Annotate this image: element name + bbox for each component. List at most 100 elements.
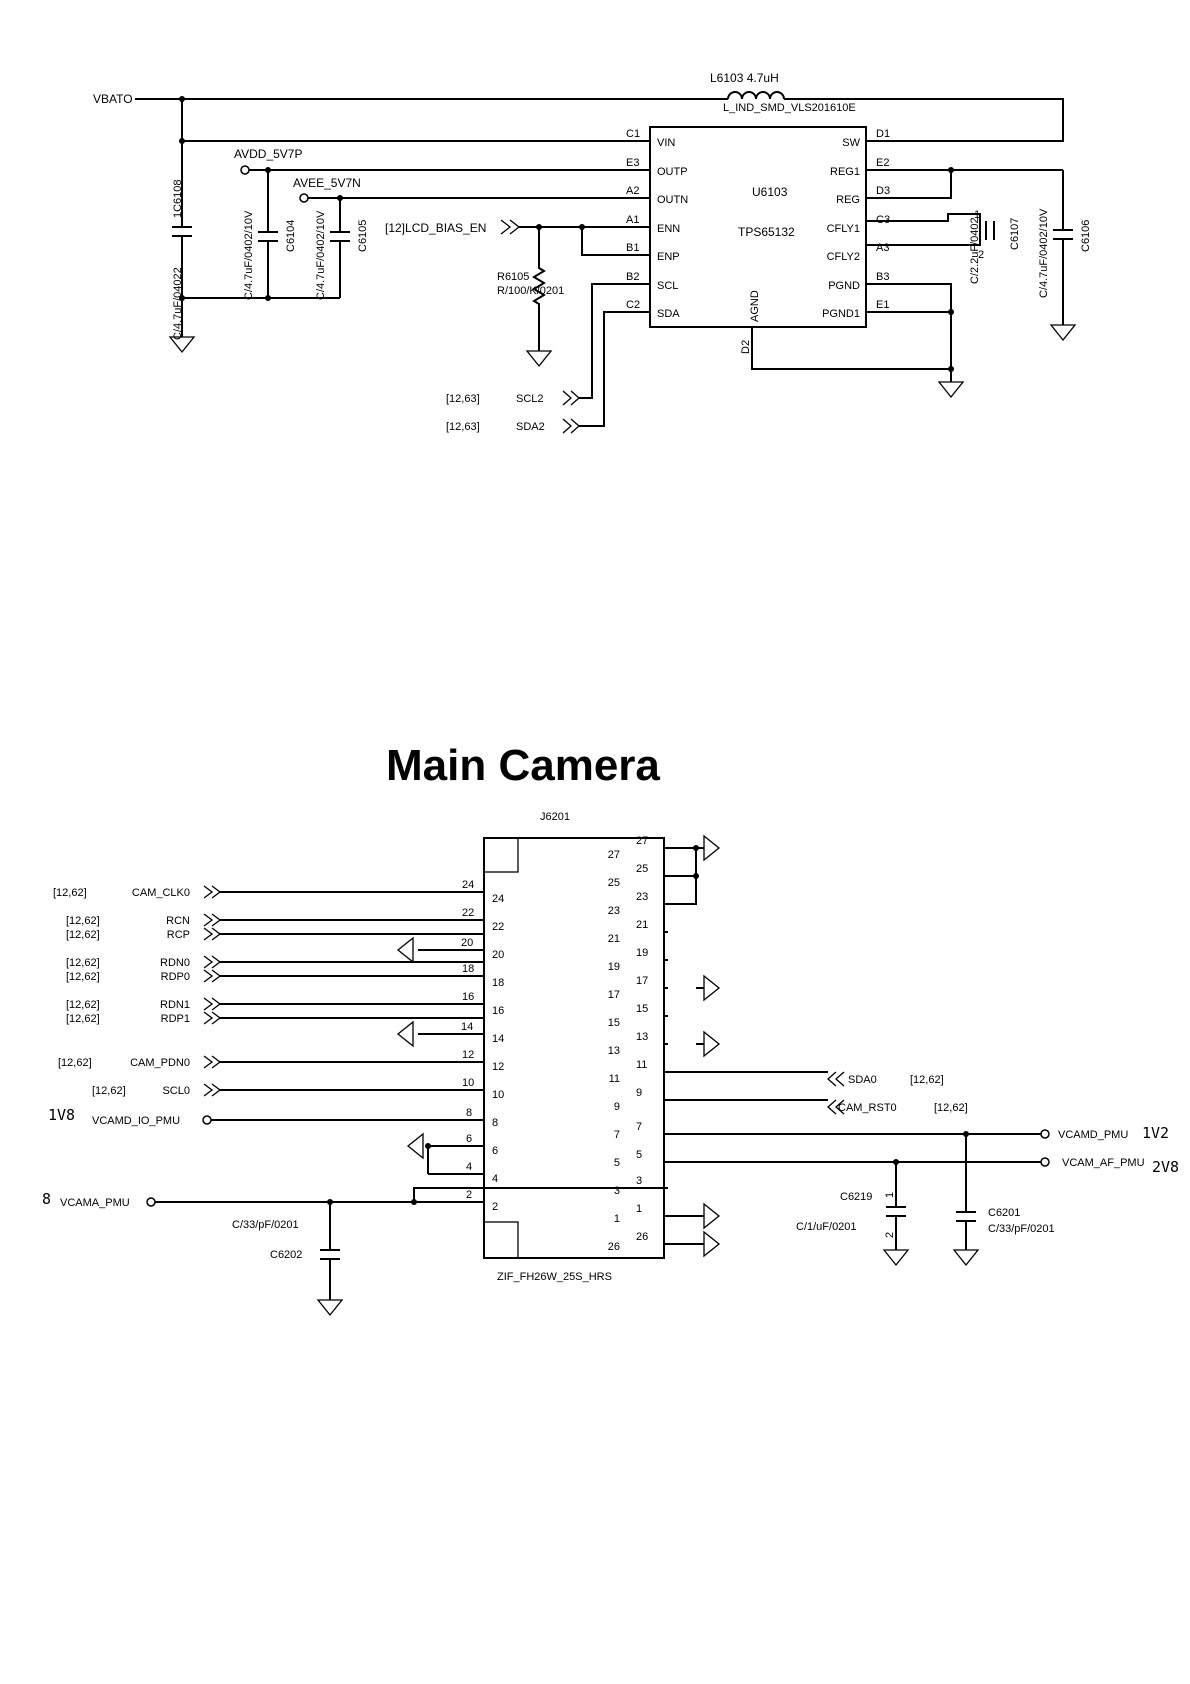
ic-pin-name: OUTN: [657, 194, 688, 206]
ic-pin-name: PGND: [828, 280, 860, 292]
inductor-footprint: L_IND_SMD_VLS201610E: [723, 102, 856, 114]
ground-symbol: [703, 974, 721, 1002]
net-arrow: [203, 1055, 222, 1069]
connector-pin-number: 20: [492, 949, 504, 961]
connector-outer-pin: 27: [636, 835, 648, 847]
sda2-net: SDA2: [516, 421, 545, 433]
c6108-ref: 1C6108: [172, 179, 184, 218]
net-arrow: [203, 1011, 222, 1025]
connector-pin-number: 8: [492, 1117, 498, 1129]
connector-outer-pin: 21: [636, 919, 648, 931]
net-name: RDN1: [160, 999, 190, 1011]
ic-pin-ball: B1: [626, 242, 639, 254]
capacitor-c6104: C6104 C/4.7uF/0402/10V: [243, 170, 297, 300]
c6104-ref: C6104: [285, 220, 297, 252]
c6106-ref: C6106: [1080, 220, 1092, 252]
gnd-tie: [664, 847, 697, 905]
connector-pin-number: 12: [492, 1061, 504, 1073]
connector-outer-pin: 1: [636, 1203, 642, 1215]
connector-pin-number: 7: [614, 1129, 620, 1141]
ic-pin-ball: B3: [876, 271, 889, 283]
connector-ref: J6201: [540, 811, 570, 823]
c6108-value: C/4.7uF/04022: [172, 267, 184, 340]
resistor-r6105: R6105 R/100/K/0201: [497, 227, 564, 368]
vbat-rail: [135, 98, 1064, 142]
connector-j6201: [483, 837, 665, 1259]
capacitor-c6105: C6105 C/4.7uF/0402/10V: [315, 198, 369, 300]
vcama-voltage: 8: [42, 1190, 51, 1208]
ic-ref: U6103: [752, 185, 788, 199]
net-ref: [12,62]: [92, 1085, 126, 1097]
net-ref: [12,62]: [66, 971, 100, 983]
connector-outer-pin: 7: [636, 1121, 642, 1133]
connector-pin-number: 2: [492, 1201, 498, 1213]
connector-pin-number: 14: [492, 1033, 504, 1045]
ic-right-pins: D1SWE2REG1D3REGC3CFLY1A3CFLY2B3PGNDE1PGN…: [822, 128, 890, 320]
ic-pin-name: OUTP: [657, 166, 688, 178]
net-ref: [12,62]: [58, 1057, 92, 1069]
net-pin: 12: [462, 1049, 474, 1061]
io-voltage: 1V8: [48, 1106, 75, 1124]
net-arrow: [203, 1083, 222, 1097]
inductor-ref: L6103 4.7uH: [710, 71, 779, 85]
connector-pin-number: 9: [614, 1101, 620, 1113]
c6201-value: C/33/pF/0201: [988, 1223, 1055, 1235]
net-pin: 24: [462, 879, 474, 891]
connector-pin-number: 22: [492, 921, 504, 933]
ground-symbol: [703, 1230, 721, 1258]
ic-pin-name: SDA: [657, 308, 680, 320]
rst0-ref: [12,62]: [934, 1102, 968, 1114]
ic-pin-name: REG: [836, 194, 860, 206]
net-ref: [12,62]: [66, 1013, 100, 1025]
gnd-wire: [664, 1215, 704, 1245]
connector-outer-pin: 11: [636, 1059, 647, 1071]
net-pin: 22: [462, 907, 474, 919]
c6219-pin2: 2: [884, 1232, 896, 1238]
net-arrow: [203, 927, 222, 941]
ic-pin-name: ENP: [657, 251, 680, 263]
net-ref: [12,62]: [66, 999, 100, 1011]
ic-pin-ball: B2: [626, 271, 639, 283]
connector-pin-number: 19: [608, 961, 620, 973]
connector-outer-pin: 3: [636, 1175, 642, 1187]
inductor-l6103: L6103 4.7uH L_IND_SMD_VLS201610E: [710, 71, 856, 114]
pin-20-label: 20: [461, 937, 473, 949]
net-pin: 16: [462, 991, 474, 1003]
scl2-ref: [12,63]: [446, 393, 480, 405]
net-ref: [12,62]: [53, 887, 87, 899]
net-arrow: [203, 969, 222, 983]
camera-section: J6201 ZIF_FH26W_25S_HRS 2422201816141210…: [42, 811, 1179, 1317]
ground-symbol: [703, 1030, 721, 1058]
ic-u6103: U6103 TPS65132 C1VINE3OUTPA2OUTNA1ENNB1E…: [626, 126, 890, 354]
net-name: RDP0: [161, 971, 190, 983]
ic-pin-name: VIN: [657, 137, 675, 149]
connector-pin-number: 6: [492, 1145, 498, 1157]
net-pin: 10: [462, 1077, 474, 1089]
net-name: CAM_PDN0: [130, 1057, 190, 1069]
connector-pin-number: 23: [608, 905, 620, 917]
pin-4-label: 4: [466, 1161, 472, 1173]
ic-pin-ball: D1: [876, 128, 890, 140]
ic-pin-name: CFLY1: [827, 223, 860, 235]
capacitor-c6108: 1C6108 C/4.7uF/04022: [168, 99, 196, 354]
ground-symbol: [703, 1202, 721, 1230]
ic-pin-name: ENN: [657, 223, 680, 235]
connector-outer-pin: 5: [636, 1149, 642, 1161]
pin-6-label: 6: [466, 1133, 472, 1145]
connector-pin-number: 4: [492, 1173, 498, 1185]
ic-agnd-name: AGND: [749, 290, 761, 322]
connector-outer-pin: 17: [636, 975, 648, 987]
ic-pin-ball: A1: [626, 214, 639, 226]
c6105-value: C/4.7uF/0402/10V: [315, 210, 327, 300]
io-pin: 8: [466, 1107, 472, 1119]
vcamd-voltage: 1V2: [1142, 1124, 1169, 1142]
c6104-value: C/4.7uF/0402/10V: [243, 210, 255, 300]
rst0-net: CAM_RST0: [838, 1102, 897, 1114]
ic-pin-name: SCL: [657, 280, 678, 292]
net-name: RCN: [166, 915, 190, 927]
connector-outer-pin: 23: [636, 891, 648, 903]
net-name: CAM_CLK0: [132, 887, 190, 899]
